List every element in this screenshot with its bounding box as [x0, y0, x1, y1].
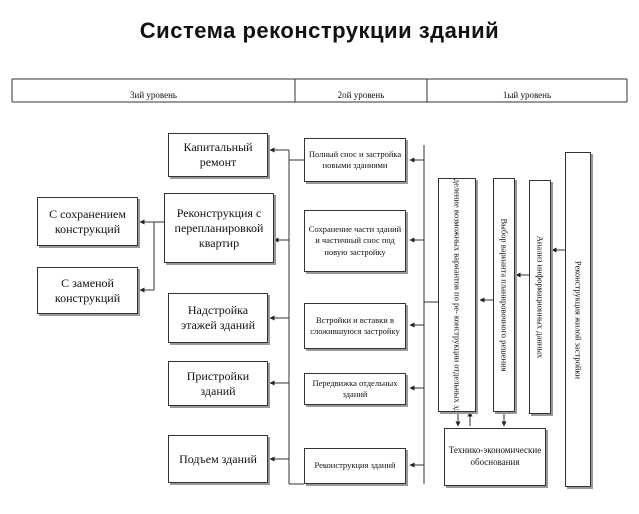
box-reconstruction-replanning-text: Реконструкция с перепланировкой квартир: [174, 205, 264, 250]
box-residential-reconstruction: Реконструкция жилой застройки: [565, 152, 591, 487]
diagram-title: Система реконструкции зданий: [139, 18, 500, 43]
box-capital-repair: Капитальный ремонт: [168, 133, 268, 177]
box-with-preservation: С сохранением конструкций: [37, 197, 138, 246]
box-analysis: Анализ информационных данных: [529, 180, 551, 414]
box-full-demolition: Полный снос и застройка новыми зданиями: [304, 138, 406, 182]
box-building-reconstruction: Реконструкция зданий: [304, 448, 406, 484]
level-1-label: 1ый уровень: [502, 90, 552, 100]
box-infill: Встройки и вставки в сложившуюся застрой…: [304, 303, 406, 349]
box-feasibility-text: Технико-экономические обоснования: [448, 445, 542, 467]
box-with-replacement: С заменой конструкций: [37, 267, 138, 314]
box-residential-reconstruction-text: Реконструкция жилой застройки: [573, 260, 584, 379]
box-infill-text: Встройки и вставки в сложившуюся застрой…: [310, 314, 400, 336]
box-analysis-text: Анализ информационных данных: [535, 235, 546, 359]
box-extensions: Пристройки зданий: [168, 361, 268, 406]
box-with-preservation-text: С сохранением конструкций: [49, 206, 126, 236]
box-building-reconstruction-text: Реконструкция зданий: [314, 460, 396, 471]
box-floor-addition: Надстройка этажей зданий: [168, 293, 268, 343]
box-lifting: Подъем зданий: [168, 435, 268, 483]
box-extensions-text: Пристройки зданий: [186, 368, 250, 398]
box-choice: Выбор варианта планировочного решения: [493, 178, 515, 412]
box-partial-preservation: Сохранение части зданий и частичный снос…: [304, 210, 406, 272]
box-relocation-text: Передвижка отдельных зданий: [312, 377, 398, 399]
level-2-label: 2ой уровень: [337, 90, 385, 100]
box-lifting-text: Подъем зданий: [179, 451, 257, 466]
box-full-demolition-text: Полный снос и застройка новыми зданиями: [308, 148, 402, 170]
box-floor-addition-text: Надстройка этажей зданий: [181, 303, 255, 332]
box-determination: Определение возможных вариантов по ре- к…: [438, 178, 476, 412]
box-feasibility: Технико-экономические обоснования: [444, 428, 546, 486]
level-3-label: 3ий уровень: [130, 90, 177, 100]
box-relocation: Передвижка отдельных зданий: [304, 373, 406, 405]
box-reconstruction-replanning: Реконструкция с перепланировкой квартир: [164, 193, 274, 263]
box-determination-text: Определение возможных вариантов по ре- к…: [452, 178, 463, 412]
box-with-replacement-text: С заменой конструкций: [54, 275, 121, 305]
box-capital-repair-text: Капитальный ремонт: [183, 140, 253, 169]
box-partial-preservation-text: Сохранение части зданий и частичный снос…: [308, 224, 402, 257]
box-choice-text: Выбор варианта планировочного решения: [499, 218, 510, 372]
